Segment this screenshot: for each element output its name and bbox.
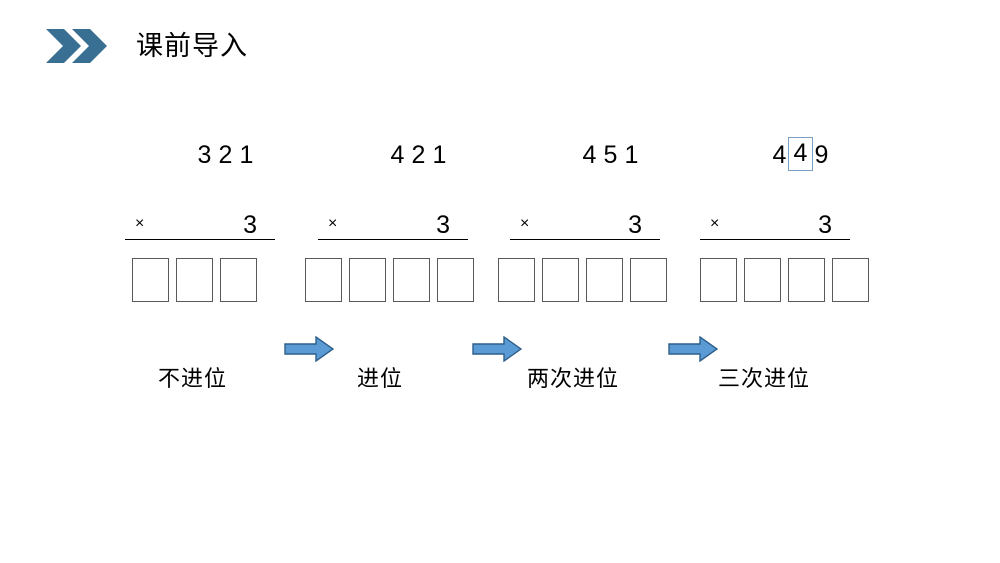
problem-2-multiplicand: 4 2 1 [318, 140, 468, 182]
arrow-right-icon [668, 335, 719, 363]
double-chevron-right-icon [44, 26, 110, 66]
problem-4: 4 4 9 × 3 [700, 137, 850, 240]
answer-box-group-3 [498, 258, 667, 302]
digit: 5 [603, 141, 618, 169]
answer-box[interactable] [176, 258, 213, 302]
problem-4-operator-line: × 3 [700, 200, 850, 240]
digit: 2 [218, 141, 233, 169]
caption-carry: 进位 [357, 366, 404, 391]
answer-box[interactable] [305, 258, 342, 302]
digit: 4 [390, 141, 405, 169]
problem-1-operator-line: × 3 [125, 200, 275, 240]
answer-box[interactable] [393, 258, 430, 302]
digit: 1 [624, 141, 639, 169]
caption-no-carry: 不进位 [158, 366, 228, 391]
problems-row: 3 2 1 × 3 4 2 1 × 3 4 5 1 × 3 [0, 137, 1000, 363]
arrow-right-icon [472, 335, 523, 363]
answer-box-group-1 [132, 258, 257, 302]
problem-2-operator-line: × 3 [318, 200, 468, 240]
answer-box[interactable] [349, 258, 386, 302]
answer-box[interactable] [630, 258, 667, 302]
problem-3-multiplicand: 4 5 1 [510, 140, 660, 182]
answer-box[interactable] [498, 258, 535, 302]
answer-box[interactable] [220, 258, 257, 302]
answer-box[interactable] [132, 258, 169, 302]
multiply-symbol: × [135, 215, 145, 232]
slide-header: 课前导入 [44, 26, 248, 66]
multiply-symbol: × [520, 215, 530, 232]
digit: 3 [197, 141, 212, 169]
answer-box[interactable] [832, 258, 869, 302]
captions-row: 不进位 进位 两次进位 三次进位 [0, 363, 1000, 403]
arrow-right-icon [284, 335, 335, 363]
multiply-symbol: × [328, 215, 338, 232]
answer-box-group-4 [700, 258, 869, 302]
answer-box[interactable] [542, 258, 579, 302]
answer-box[interactable] [700, 258, 737, 302]
answer-box[interactable] [788, 258, 825, 302]
problem-3: 4 5 1 × 3 [510, 140, 660, 240]
multiplier: 3 [818, 211, 832, 239]
highlighted-digit: 4 [788, 137, 813, 171]
digit: 1 [432, 141, 447, 169]
answer-boxes-row [0, 258, 1000, 308]
problem-1: 3 2 1 × 3 [125, 140, 275, 240]
digit: 9 [814, 141, 829, 169]
answer-box[interactable] [586, 258, 623, 302]
multiplier: 3 [243, 211, 257, 239]
multiplier: 3 [436, 211, 450, 239]
page-title: 课前导入 [136, 30, 248, 61]
problem-2: 4 2 1 × 3 [318, 140, 468, 240]
answer-box[interactable] [744, 258, 781, 302]
caption-two-carry: 两次进位 [527, 366, 620, 391]
caption-three-carry: 三次进位 [718, 366, 811, 391]
problem-4-multiplicand: 4 4 9 [700, 137, 850, 182]
answer-box[interactable] [437, 258, 474, 302]
multiplier: 3 [628, 211, 642, 239]
digit: 2 [411, 141, 426, 169]
problem-1-multiplicand: 3 2 1 [125, 140, 275, 182]
digit: 1 [239, 141, 254, 169]
answer-box-group-2 [305, 258, 474, 302]
multiply-symbol: × [710, 215, 720, 232]
digit: 4 [582, 141, 597, 169]
digit: 4 [772, 141, 787, 169]
problem-3-operator-line: × 3 [510, 200, 660, 240]
